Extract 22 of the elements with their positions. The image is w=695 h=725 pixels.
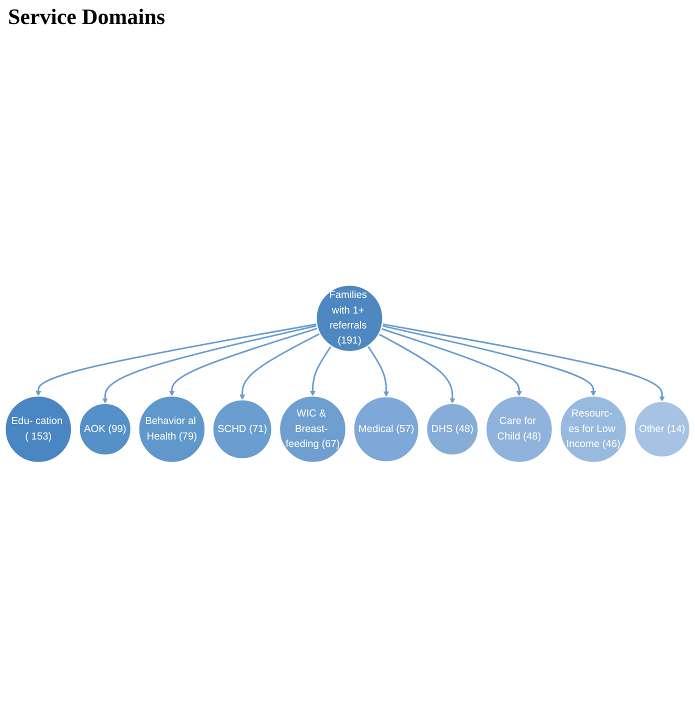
- arrow: [382, 324, 665, 402]
- arrow: [382, 325, 596, 396]
- node-circle: Edu- cation ( 153): [4, 396, 72, 464]
- diagram-title: Service Domains: [8, 4, 166, 30]
- arrow: [36, 324, 317, 396]
- node-circle: Medical (57): [352, 396, 420, 463]
- arrow: [367, 346, 390, 398]
- node-circle: Care for Child (48): [485, 396, 554, 464]
- arrow: [169, 328, 318, 396]
- node-circle: WIC & Breast- feeding (67): [278, 396, 347, 464]
- arrow: [102, 325, 318, 404]
- node-circle: AOK (99): [78, 402, 132, 456]
- node-circle: Resourc- es for Low Income (46): [559, 396, 628, 464]
- node-circle: Families with 1+ referrals (191): [316, 284, 384, 352]
- arrow: [240, 333, 320, 400]
- arrow: [378, 334, 456, 404]
- arrow: [310, 346, 332, 396]
- node-circle: Other (14): [634, 400, 691, 458]
- node-circle: DHS (48): [426, 402, 479, 456]
- arrow: [380, 328, 522, 396]
- node-circle: SCHD (71): [212, 399, 272, 460]
- node-circle: Behavior al Health (79): [138, 396, 206, 464]
